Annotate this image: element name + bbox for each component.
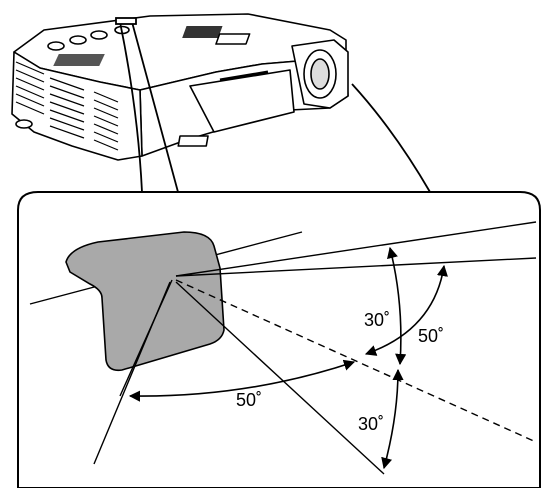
control-button [90, 30, 108, 40]
front-foot [177, 135, 209, 147]
projector-lens-inner [310, 58, 330, 90]
upper-limit-line [175, 221, 537, 277]
remote-sensor-marker [115, 17, 137, 25]
label-vertical-upper: 30˚ [364, 310, 390, 330]
label-vertical-lower: 30˚ [358, 414, 384, 434]
callout-lines [115, 17, 431, 193]
projector-top-panel [215, 33, 251, 45]
rear-foot [15, 119, 33, 129]
arc-horizontal-left [128, 359, 356, 402]
right-limit-line [175, 257, 537, 277]
angle-arcs [128, 246, 448, 470]
projector-illustration [11, 13, 349, 161]
arc-horizontal-right [364, 264, 448, 356]
magnified-panel [17, 191, 541, 488]
callout-line-left [119, 21, 143, 193]
control-button [69, 35, 87, 45]
callout-line-right [351, 83, 431, 193]
side-vents [15, 61, 119, 151]
remote-sensor-window [65, 231, 225, 372]
label-horizontal-left: 50˚ [236, 390, 262, 410]
callout-line-mid [131, 21, 179, 193]
projector-top-vent [182, 26, 223, 38]
sensor-crossline [119, 279, 173, 397]
center-axis-line [175, 279, 537, 443]
label-horizontal-right: 50˚ [418, 326, 444, 346]
front-cover-slot [219, 70, 269, 82]
control-panel-grille [53, 54, 105, 66]
arc-vertical-lower [381, 368, 404, 470]
control-button [47, 41, 65, 51]
